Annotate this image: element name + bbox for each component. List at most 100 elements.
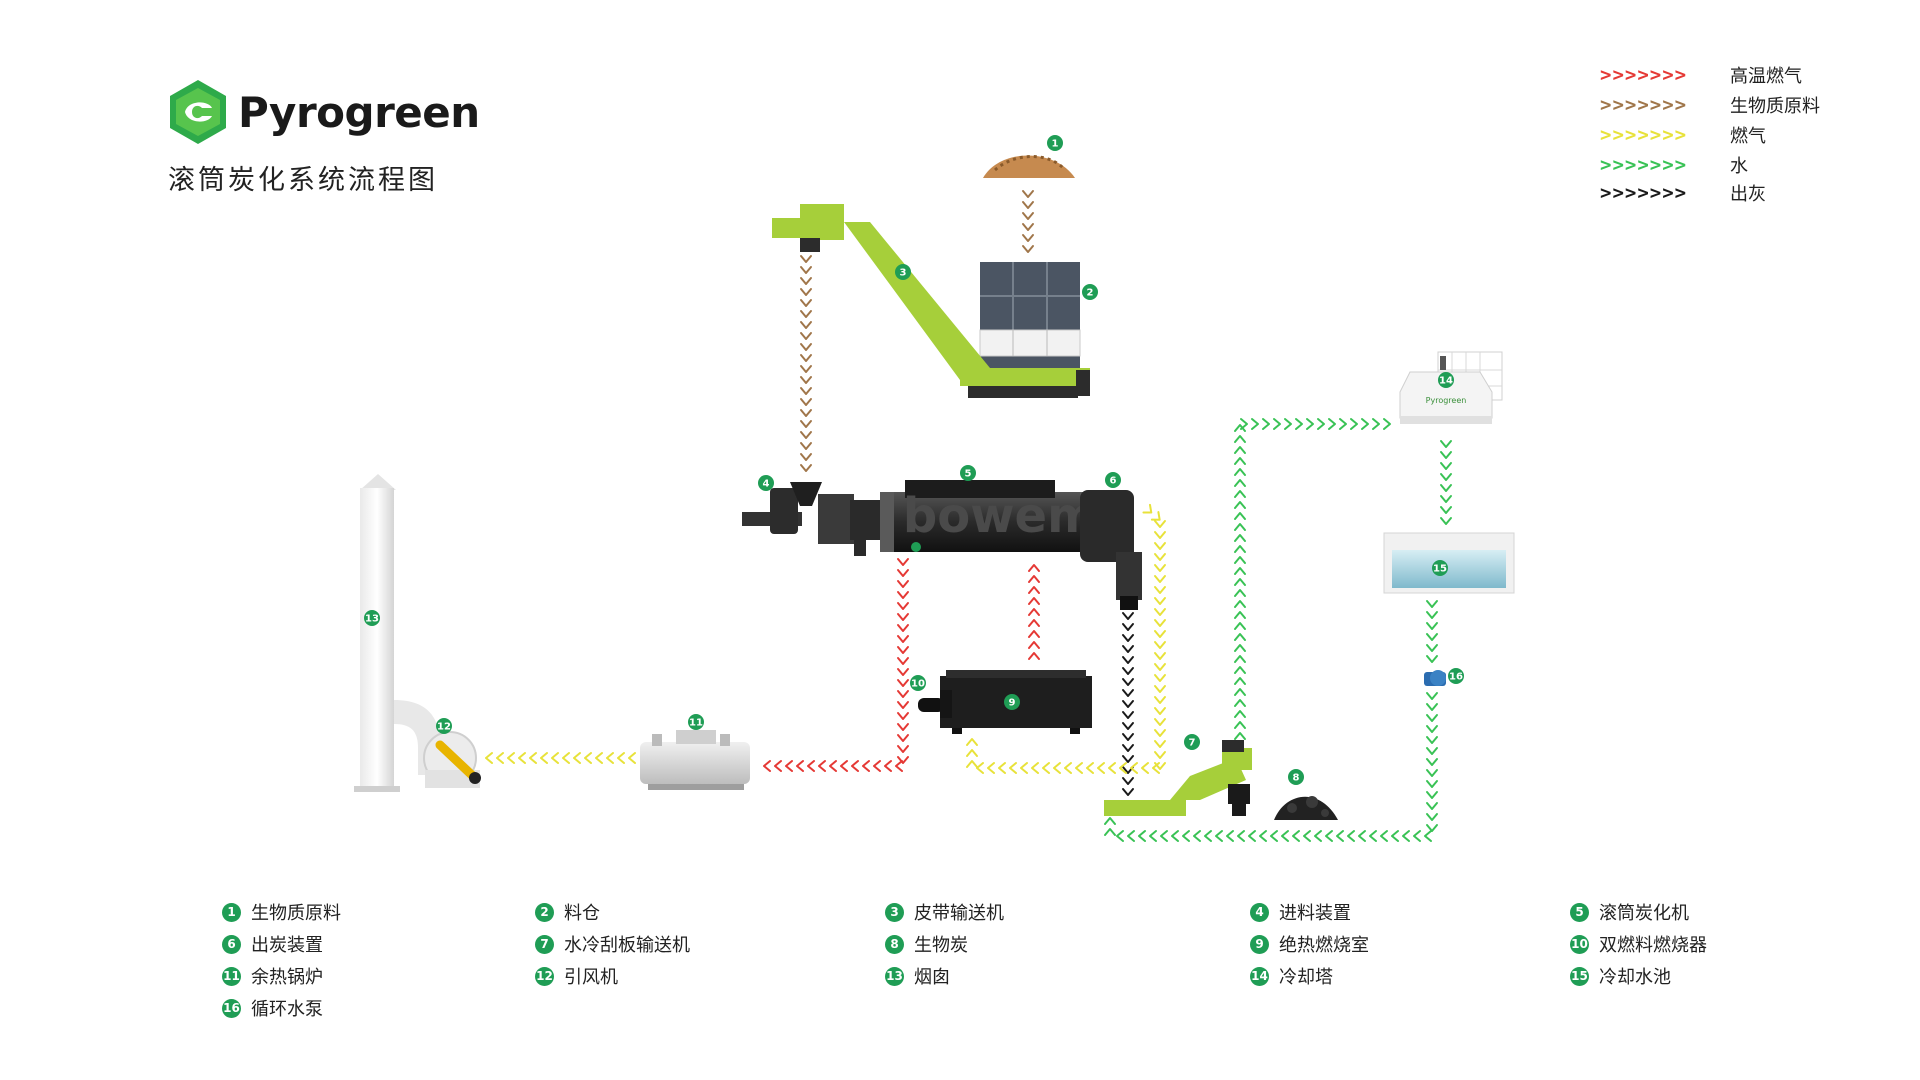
flow-chevron-icon	[1154, 575, 1166, 583]
key-label: 生物炭	[914, 935, 968, 956]
biochar-pile	[1274, 796, 1338, 820]
flow-chevron-icon	[966, 760, 978, 768]
flow-chevron-icon	[1154, 520, 1166, 528]
flow-chevron-icon	[1053, 762, 1061, 774]
legend-label: 生物质原料	[1730, 96, 1820, 117]
flow-chevron-icon	[1234, 644, 1246, 652]
flow-chevron-icon	[1234, 567, 1246, 575]
page-title: 滚筒炭化系统流程图	[168, 165, 438, 196]
flow-chevron-icon	[800, 299, 812, 307]
flow-chevron-icon	[1234, 655, 1246, 663]
badge-circle	[436, 718, 452, 734]
flow-chevron-icon	[1234, 468, 1246, 476]
flow-chevron-icon	[496, 752, 504, 764]
legend-item: >>>>>>>生物质原料	[1600, 92, 1820, 118]
flow-chevron-icon	[897, 580, 909, 588]
equipment-badge: 14	[1438, 372, 1454, 388]
key-number-badge: 12	[535, 966, 554, 986]
flow-chevron-icon	[1413, 830, 1421, 842]
flow-chevron-icon	[1234, 622, 1246, 630]
key-label: 冷却水池	[1599, 967, 1671, 988]
cooling-pool	[1383, 532, 1515, 594]
gas-to-fan-flow	[485, 752, 636, 764]
flow-chevron-icon	[897, 668, 909, 676]
flow-chevron-icon	[1154, 608, 1166, 616]
key-label: 余热锅炉	[251, 967, 323, 988]
flow-chevron-icon	[807, 760, 815, 772]
flow-chevron-icon	[1234, 512, 1246, 520]
flow-chevron-icon	[1108, 762, 1116, 774]
equipment-badge: 2	[1082, 284, 1098, 300]
flow-chevron-icon	[1336, 830, 1344, 842]
flow-chevron-icon	[1234, 523, 1246, 531]
flow-chevron-icon	[617, 752, 625, 764]
flow-chevron-icon	[1234, 578, 1246, 586]
key-label: 皮带输送机	[914, 903, 1004, 924]
hot-gas-return-flow	[1028, 564, 1040, 660]
badge-number: 15	[1433, 564, 1447, 575]
flow-chevron-icon	[1361, 418, 1369, 430]
flow-chevron-icon	[884, 760, 892, 772]
flow-chevron-icon	[800, 321, 812, 329]
flow-chevron-icon	[573, 752, 581, 764]
flow-chevron-icon	[897, 635, 909, 643]
tower-brand: Pyrogreen	[1426, 396, 1467, 405]
flow-chevron-icon	[800, 277, 812, 285]
flow-chevron-icon	[897, 690, 909, 698]
flow-chevron-icon	[1086, 762, 1094, 774]
flow-chevron-icon	[1328, 418, 1336, 430]
equipment-badge: 16	[1448, 668, 1464, 684]
flow-chevron-icon	[1402, 830, 1410, 842]
pyrogreen-logo-icon	[170, 80, 226, 144]
key-number-badge: 2	[535, 902, 554, 922]
flow-chevron-icon	[1325, 830, 1333, 842]
flow-chevron-icon	[1234, 479, 1246, 487]
key-item: 2 料仓	[535, 900, 600, 924]
flow-chevron-icon	[862, 760, 870, 772]
flow-chevron-icon	[1234, 710, 1246, 718]
flow-chevron-icon	[1273, 418, 1281, 430]
flow-chevron-icon	[966, 749, 978, 757]
flow-chevron-icon	[1234, 556, 1246, 564]
flow-chevron-icon	[1426, 633, 1438, 641]
flow-chevron-icon	[1234, 490, 1246, 498]
flow-chevron-icon	[1347, 830, 1355, 842]
flow-chevron-icon	[1122, 788, 1134, 796]
water-pool-to-pump-flow	[1426, 600, 1438, 663]
flow-chevron-icon	[1303, 830, 1311, 842]
flow-chevron-icon	[1154, 718, 1166, 726]
badge-number: 7	[1189, 738, 1196, 749]
equipment-badge: 8	[1288, 769, 1304, 785]
flow-chevron-icon	[1154, 564, 1166, 572]
key-label: 料仓	[564, 903, 600, 924]
key-label: 生物质原料	[251, 903, 341, 924]
equipment-badge: 7	[1184, 734, 1200, 750]
key-number-badge: 9	[1250, 934, 1269, 954]
flow-chevron-icon	[1122, 634, 1134, 642]
flow-chevron-icon	[1022, 212, 1034, 220]
flow-chevron-icon	[1028, 597, 1040, 605]
badge-number: 4	[763, 479, 770, 490]
flow-chevron-icon	[897, 756, 909, 764]
flow-chevron-icon	[1028, 652, 1040, 660]
flow-chevron-icon	[1270, 830, 1278, 842]
biomass-conveyor-flow	[800, 255, 812, 472]
flow-chevron-icon	[840, 760, 848, 772]
flow-chevron-icon	[897, 602, 909, 610]
flow-chevron-icon	[1234, 688, 1246, 696]
flow-chevron-icon	[1234, 424, 1246, 432]
flow-chevron-icon	[584, 752, 592, 764]
flow-chevron-icon	[1440, 517, 1452, 525]
flow-chevron-icon	[1426, 644, 1438, 652]
ash-flow	[1122, 612, 1134, 796]
flow-chevron-icon	[1426, 747, 1438, 755]
flow-chevron-icon	[1142, 503, 1153, 514]
scraper-conveyor	[1104, 740, 1252, 816]
key-label: 水冷刮板输送机	[564, 935, 690, 956]
